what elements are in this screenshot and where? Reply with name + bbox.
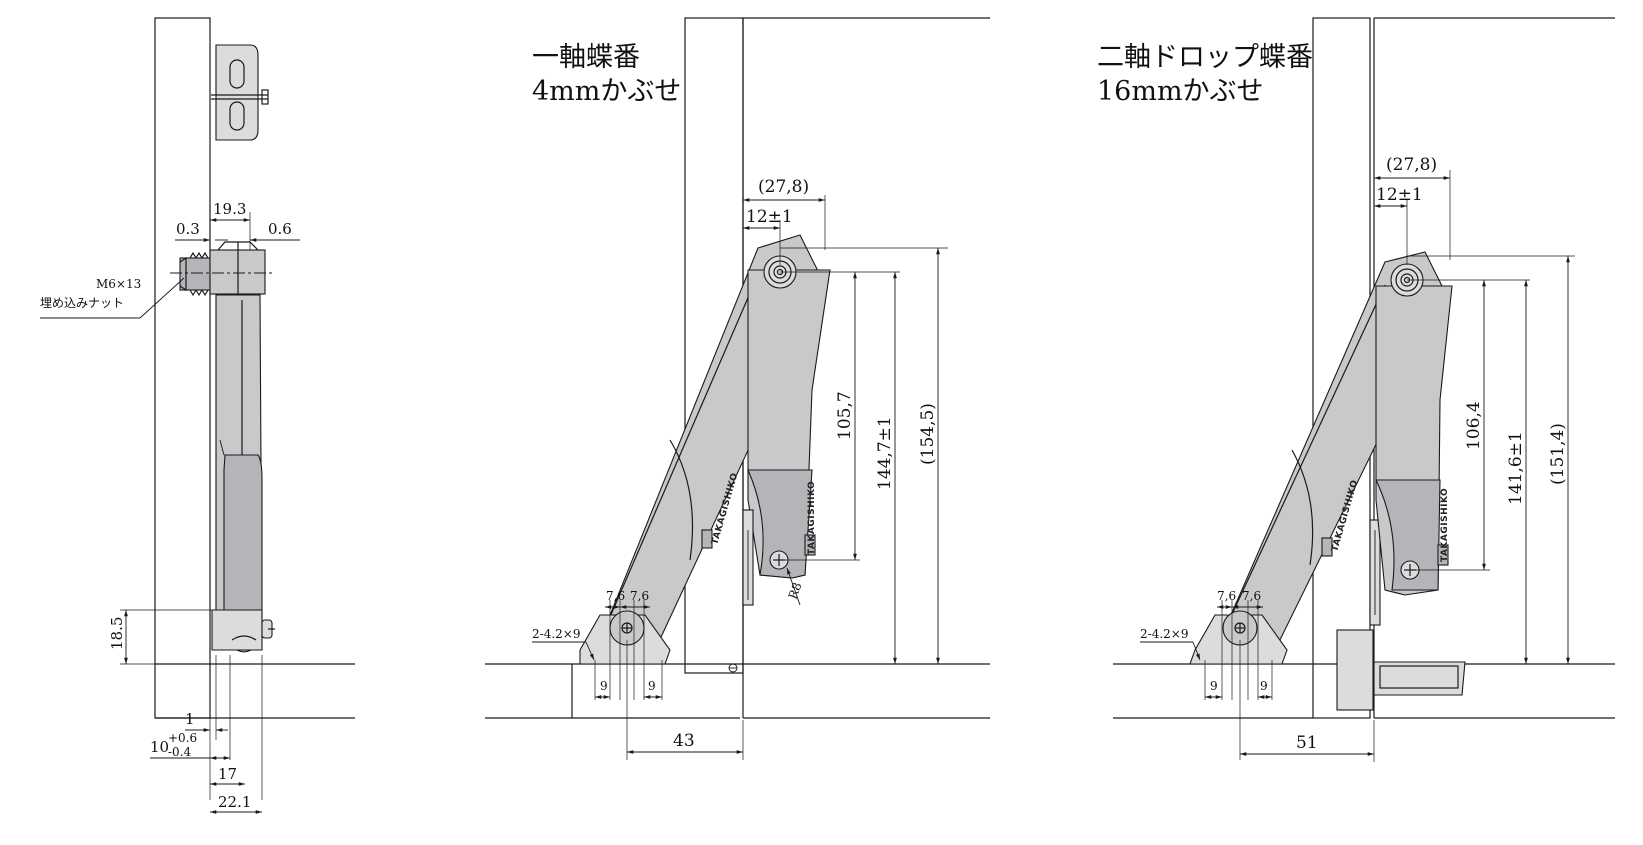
bottom-plate (211, 609, 275, 651)
dim-18-5: 18.5 (108, 617, 126, 650)
dim-1: 1 (185, 710, 195, 728)
single-dim-43: 43 (673, 731, 695, 751)
mounting-bracket (211, 44, 269, 141)
double-dim-51: 51 (1296, 733, 1318, 753)
double-dim-9-a: 9 (1210, 679, 1218, 693)
dim-22-1: 22.1 (218, 793, 251, 811)
single-axis-title-2: 4mmかぶせ (532, 76, 681, 107)
dim-0-6: 0.6 (268, 220, 292, 238)
single-dim-154-5: (154,5) (918, 403, 938, 465)
dim-10: 10 (150, 738, 169, 756)
side-view: 19.3 0.3 0.6 M6×13 埋め込みナット 18.5 1 10 +0.… (40, 17, 355, 814)
single-axis-view: 一軸蝶番 4mmかぶせ (485, 17, 990, 760)
single-logo-stay: TAKAGISHIKO (807, 481, 817, 555)
double-axis-view: 二軸ドロップ蝶番 16mmかぶせ (1097, 17, 1615, 762)
double-dim-141-6: 141,6±1 (1506, 431, 1526, 505)
single-axis-title-1: 一軸蝶番 (532, 42, 640, 73)
double-dim-9-b: 9 (1260, 679, 1268, 693)
single-dim-9-a: 9 (600, 679, 608, 693)
dim-17: 17 (218, 765, 237, 783)
double-dim-12: 12±1 (1376, 185, 1423, 205)
double-dim-7-6-a: 7,6 (1217, 589, 1236, 603)
single-dim-27-8: (27,8) (758, 177, 809, 197)
double-logo-stay: TAKAGISHIKO (1440, 488, 1450, 562)
double-dim-106-4: 106,4 (1464, 401, 1484, 450)
nut-label-name: 埋め込みナット (40, 296, 124, 310)
dim-0-3: 0.3 (176, 220, 200, 238)
single-dim-9-b: 9 (648, 679, 656, 693)
single-dim-holes: 2-4.2×9 (532, 627, 580, 641)
double-hinge-arms (1219, 251, 1453, 651)
nut-label-size: M6×13 (96, 277, 141, 291)
single-dim-12: 12±1 (746, 207, 793, 227)
cabinet-side-panel (154, 17, 211, 719)
single-dim-r8: R8 (786, 581, 805, 601)
double-dim-151-4: (151,4) (1548, 423, 1568, 485)
double-dim-holes: 2-4.2×9 (1140, 627, 1188, 641)
single-dim-144-7: 144,7±1 (875, 416, 895, 490)
double-axis-title-1: 二軸ドロップ蝶番 (1097, 42, 1313, 73)
double-base-plate (1189, 610, 1288, 665)
dim-10-tol-minus: -0.4 (168, 745, 192, 759)
stay-arm-side (215, 294, 263, 653)
dim-10-tol-plus: +0.6 (168, 731, 197, 745)
dim-19-3: 19.3 (213, 200, 246, 218)
double-axis-title-2: 16mmかぶせ (1097, 76, 1264, 107)
double-dim-27-8: (27,8) (1386, 155, 1437, 175)
nut-leader (139, 277, 185, 319)
single-dim-7-6-a: 7,6 (606, 589, 625, 603)
single-dim-105-7: 105,7 (835, 391, 855, 440)
double-bottom-bracket (1336, 629, 1466, 711)
embedded-nut (170, 241, 275, 300)
single-hinge-arms (599, 234, 831, 651)
double-dim-7-6-b: 7,6 (1242, 589, 1261, 603)
single-dim-7-6-b: 7,6 (630, 589, 649, 603)
